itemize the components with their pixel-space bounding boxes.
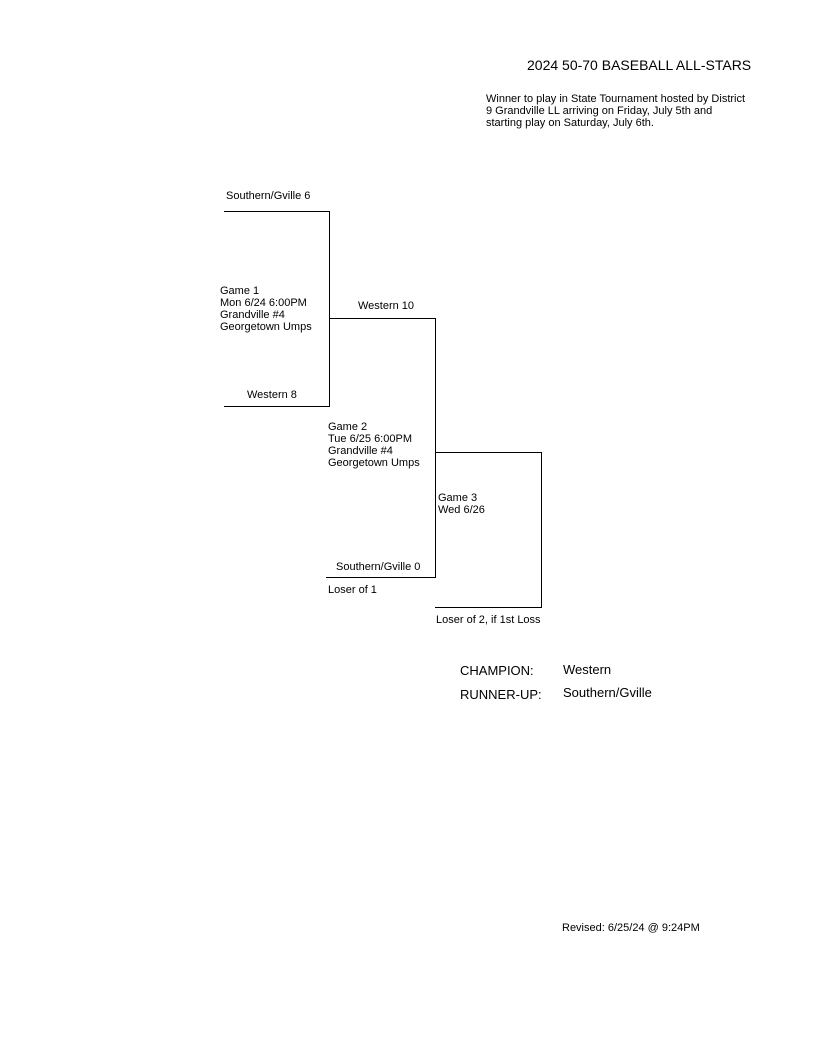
game1-bottom-line	[224, 406, 330, 407]
game2-info-line: Game 2	[328, 421, 368, 433]
game3-info: Game 3 Wed 6/26	[438, 492, 485, 516]
game3-info-line: Wed 6/26	[438, 504, 485, 516]
game2-info-line: Grandville #4	[328, 445, 393, 457]
game3-connector	[541, 452, 542, 608]
tournament-note-line: starting play on Saturday, July 6th.	[486, 117, 654, 129]
runnerup-value: Southern/Gville	[563, 685, 652, 700]
game1-info-line: Georgetown Umps	[220, 321, 312, 333]
game3-bottom-line	[435, 607, 542, 608]
game2-top-team: Western 10	[358, 300, 415, 312]
champion-label: CHAMPION:	[460, 663, 534, 678]
tournament-note: Winner to play in State Tournament hoste…	[486, 93, 745, 129]
game3-bottom-note: Loser of 2, if 1st Loss	[436, 614, 541, 626]
game1-top-line	[224, 211, 330, 212]
page-title: 2024 50-70 BASEBALL ALL-STARS	[527, 57, 752, 73]
revised-timestamp: Revised: 6/25/24 @ 9:24PM	[562, 922, 700, 934]
tournament-note-line: Winner to play in State Tournament hoste…	[486, 93, 746, 105]
game1-top-team: Southern/Gville 6	[226, 190, 311, 202]
game1-info: Game 1 Mon 6/24 6:00PM Grandville #4 Geo…	[220, 285, 312, 333]
game1-info-line: Game 1	[220, 285, 260, 297]
game2-info-line: Tue 6/25 6:00PM	[328, 433, 412, 445]
game1-info-line: Grandville #4	[220, 309, 285, 321]
game2-top-line	[329, 318, 436, 319]
game3-info-line: Game 3	[438, 492, 478, 504]
game2-connector	[435, 318, 436, 578]
tournament-note-line: 9 Grandville LL arriving on Friday, July…	[486, 105, 713, 117]
champion-value: Western	[563, 662, 612, 677]
game1-bottom-team: Western 8	[247, 389, 297, 401]
game2-bottom-line	[326, 577, 436, 578]
game2-info: Game 2 Tue 6/25 6:00PM Grandville #4 Geo…	[328, 421, 420, 469]
game3-top-line	[435, 452, 542, 453]
game2-info-line: Georgetown Umps	[328, 457, 420, 469]
game1-info-line: Mon 6/24 6:00PM	[220, 297, 307, 309]
runnerup-label: RUNNER-UP:	[460, 687, 542, 702]
game1-connector	[329, 211, 330, 407]
game2-bottom-team: Southern/Gville 0	[336, 561, 421, 573]
game2-bottom-note: Loser of 1	[328, 584, 377, 596]
